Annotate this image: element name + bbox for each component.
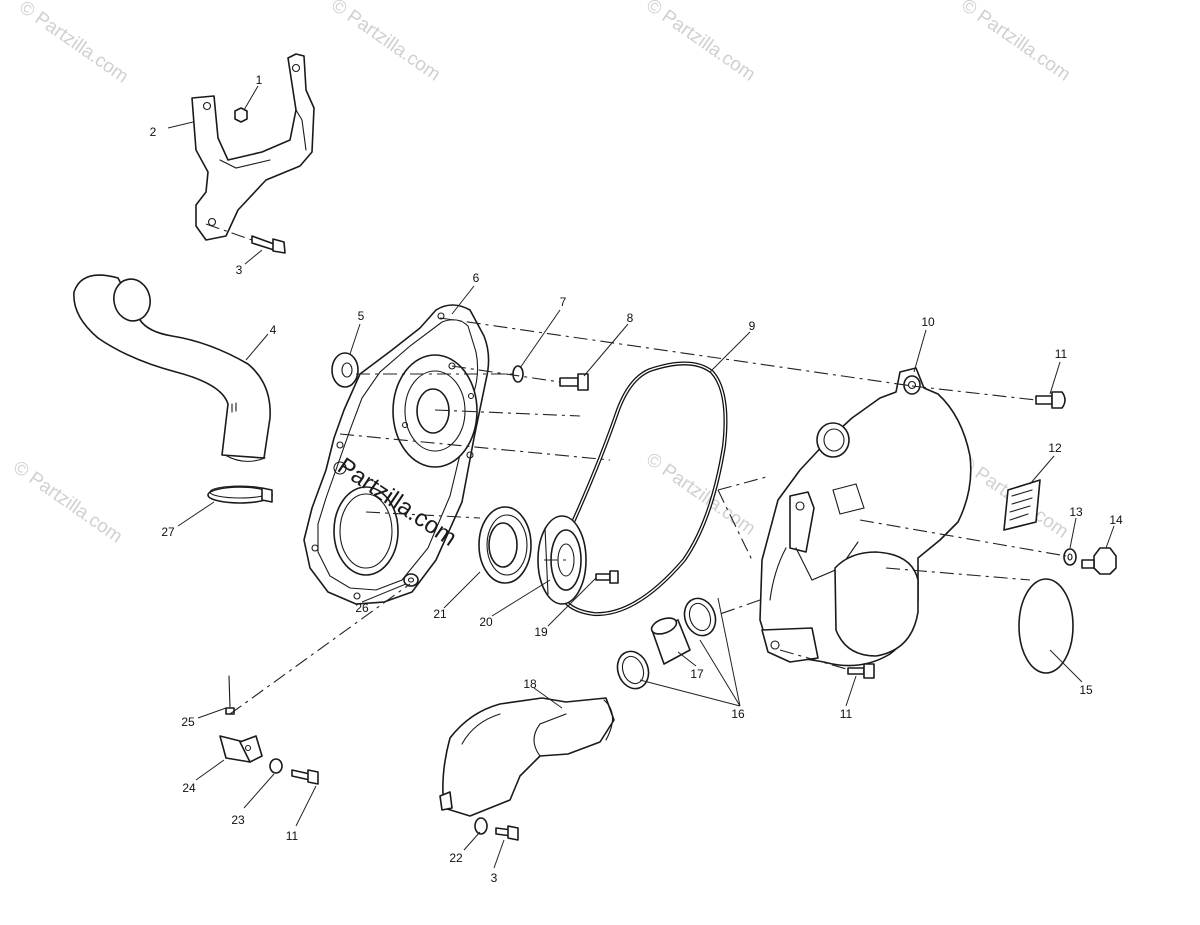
callout-11: 11 <box>1055 347 1068 361</box>
outer-cover <box>759 367 972 667</box>
callout-24: 24 <box>182 781 196 795</box>
mounting-bracket <box>191 53 315 241</box>
washer-13 <box>1063 548 1077 566</box>
callout-19: 19 <box>534 625 548 639</box>
small-washer <box>403 573 419 587</box>
callout-22: 22 <box>449 851 463 865</box>
leader-lines <box>167 85 1115 869</box>
cap-screw <box>559 373 589 391</box>
callout-17: 17 <box>690 667 704 681</box>
callout-11-left: 11 <box>286 829 299 843</box>
drive-belt <box>555 361 728 617</box>
bolt-11-lower <box>847 663 875 679</box>
watermark: © Partzilla.com <box>15 0 132 88</box>
bolt-11-left <box>291 769 319 785</box>
callout-13: 13 <box>1069 505 1083 519</box>
coupler <box>650 617 691 665</box>
callout-18: 18 <box>523 677 537 691</box>
inner-cover-plate <box>303 304 490 605</box>
callout-16: 16 <box>731 707 745 721</box>
callout-15: 15 <box>1079 683 1093 697</box>
callout-2: 2 <box>150 125 157 139</box>
callouts: 1 2 3 4 5 6 7 8 9 10 11 12 13 14 15 16 1… <box>150 73 1123 885</box>
seal <box>478 506 532 584</box>
callout-25: 25 <box>181 715 195 729</box>
callout-8: 8 <box>627 311 634 325</box>
bolt-upper <box>205 223 286 254</box>
washer-22 <box>474 817 488 835</box>
bolt-11-upper <box>1035 391 1066 409</box>
hose-clamp <box>207 485 273 504</box>
intake-duct <box>73 274 271 462</box>
watermark-copyright-ring <box>333 461 347 475</box>
callout-23: 23 <box>231 813 245 827</box>
callout-4: 4 <box>270 323 277 337</box>
nut <box>234 107 248 123</box>
callout-20: 20 <box>479 615 493 629</box>
callout-6: 6 <box>473 271 480 285</box>
callout-12: 12 <box>1048 441 1062 455</box>
callout-9: 9 <box>749 319 756 333</box>
washer-23 <box>269 758 283 774</box>
nut-14 <box>1081 547 1117 575</box>
bolt-lower <box>495 825 519 841</box>
callout-10: 10 <box>921 315 935 329</box>
washer <box>331 352 359 388</box>
watermark: © Partzilla.com <box>9 457 126 548</box>
lock-washer <box>512 365 524 383</box>
watermark: © Partzilla.com <box>327 0 444 86</box>
callout-26: 26 <box>355 601 369 615</box>
callout-3: 3 <box>236 263 243 277</box>
watermark: © Partzilla.com <box>957 0 1074 86</box>
callout-1: 1 <box>256 73 263 87</box>
callout-3-lower: 3 <box>491 871 498 885</box>
callout-7: 7 <box>560 295 567 309</box>
callout-14: 14 <box>1109 513 1123 527</box>
small-screw <box>595 570 619 584</box>
pin <box>225 675 235 715</box>
callout-11-right: 11 <box>840 707 853 721</box>
assembly-lines <box>229 317 1067 715</box>
hose-clamps <box>616 597 717 690</box>
decal <box>1003 479 1041 531</box>
gasket <box>1018 578 1074 674</box>
watermark: © Partzilla.com <box>642 0 759 86</box>
small-bracket <box>219 735 263 763</box>
callout-5: 5 <box>358 309 365 323</box>
lower-duct <box>439 697 615 817</box>
callout-21: 21 <box>433 607 447 621</box>
callout-27: 27 <box>161 525 175 539</box>
